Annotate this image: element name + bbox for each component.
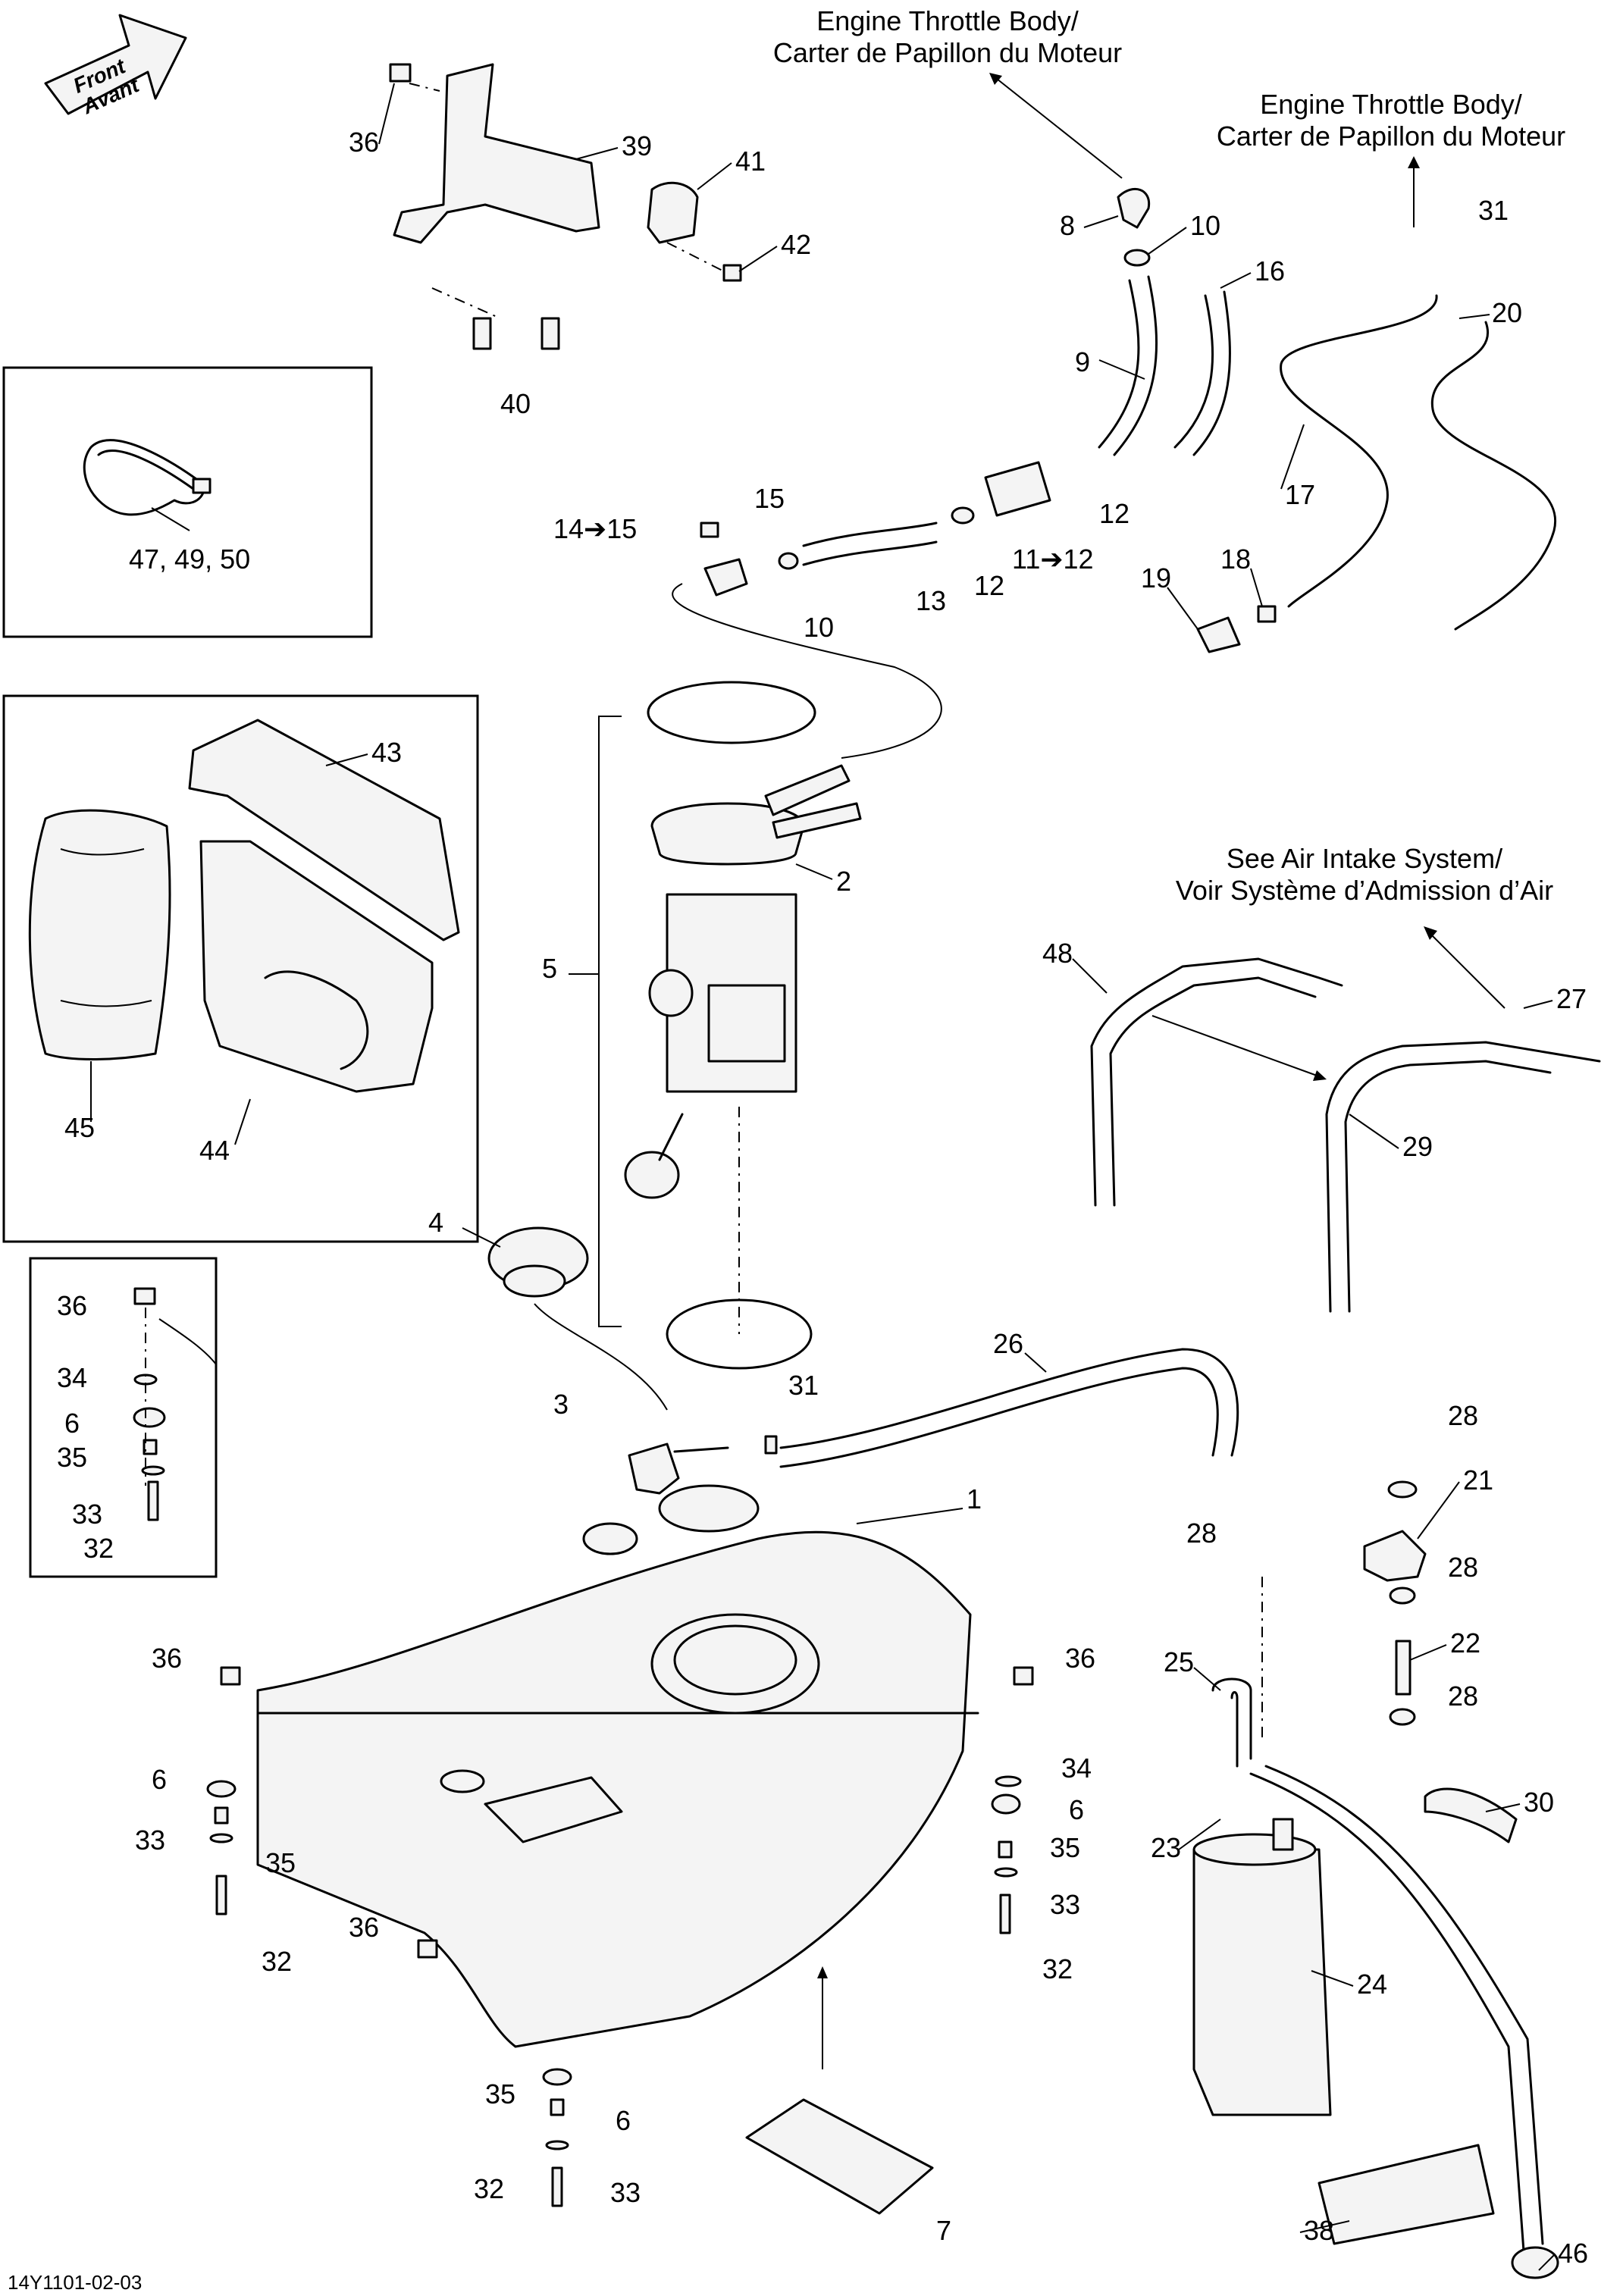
callout-39: 39: [622, 130, 652, 161]
callout-14-15: 14➔15: [553, 513, 637, 544]
callout-2: 2: [836, 866, 851, 897]
mounting-bracket: [389, 63, 742, 350]
callout-32-left: 32: [262, 1946, 292, 1977]
svg-text:Engine Throttle Body/: Engine Throttle Body/: [1260, 89, 1522, 120]
callout-33-left: 33: [135, 1825, 165, 1856]
callout-19: 19: [1141, 562, 1171, 594]
callout-35-inset: 35: [57, 1442, 87, 1473]
callout-41: 41: [735, 146, 766, 177]
return-hoses: [1196, 294, 1557, 653]
callout-8: 8: [1060, 210, 1075, 241]
callout-46: 46: [1558, 2238, 1588, 2269]
callout-11-12: 11➔12: [1012, 543, 1094, 575]
callout-36-mid: 36: [349, 1912, 379, 1943]
callout-35-bottom: 35: [485, 2078, 515, 2110]
callout-27: 27: [1556, 983, 1587, 1014]
callout-5: 5: [542, 953, 557, 984]
callout-28-low: 28: [1448, 1680, 1478, 1712]
callout-32-bottom: 32: [474, 2173, 504, 2204]
svg-text:Engine Throttle Body/: Engine Throttle Body/: [816, 5, 1079, 36]
callout-28-top: 28: [1448, 1400, 1478, 1431]
callout-43: 43: [371, 737, 402, 768]
callout-26: 26: [993, 1328, 1023, 1359]
callout-18: 18: [1220, 543, 1251, 575]
gasket-and-cap: [487, 1226, 813, 1495]
callout-12-low: 12: [974, 570, 1004, 601]
callout-25: 25: [1164, 1646, 1194, 1677]
callout-23: 23: [1151, 1832, 1181, 1863]
fuel-pump-module: [598, 681, 862, 1334]
callout-36-right: 36: [1065, 1643, 1095, 1674]
callout-29: 29: [1402, 1131, 1433, 1162]
callout-33-right: 33: [1050, 1889, 1080, 1920]
callout-10-top: 10: [1190, 210, 1220, 241]
fuel-tank: [256, 1484, 979, 2048]
callout-44: 44: [199, 1135, 230, 1166]
callout-4: 4: [428, 1207, 443, 1238]
svg-text:Voir Système d’Admission d’Air: Voir Système d’Admission d’Air: [1176, 875, 1553, 906]
callout-32-inset: 32: [83, 1533, 114, 1564]
callout-labels: 1 2 3 4 5 6 6 6 6 7 8 9 10 10 11➔12 12 1…: [57, 127, 1588, 2269]
callout-31-top: 31: [1478, 195, 1509, 226]
callout-48: 48: [1042, 938, 1073, 969]
callout-30: 30: [1524, 1787, 1554, 1818]
callout-17: 17: [1285, 479, 1315, 510]
callout-20: 20: [1492, 297, 1522, 328]
callout-33-inset: 33: [72, 1499, 102, 1530]
callout-6-left: 6: [152, 1764, 167, 1795]
throttle-body-note-2: Engine Throttle Body/ Carter de Papillon…: [1217, 89, 1565, 227]
callout-36-left: 36: [152, 1643, 182, 1674]
fuel-filter-line: [672, 461, 1051, 759]
callout-47-49-50: 47, 49, 50: [129, 543, 250, 575]
callout-6-bottom: 6: [616, 2105, 631, 2136]
callout-31-mid: 31: [788, 1370, 819, 1401]
callout-45: 45: [64, 1112, 95, 1143]
air-intake-note: See Air Intake System/ Voir Système d’Ad…: [1176, 843, 1553, 1009]
callout-34-right: 34: [1061, 1753, 1092, 1784]
callout-13: 13: [916, 585, 946, 616]
callout-36-top: 36: [349, 127, 379, 158]
callout-6-right: 6: [1069, 1794, 1084, 1825]
callout-35-right: 35: [1050, 1832, 1080, 1863]
callout-42: 42: [781, 229, 811, 260]
callout-40: 40: [500, 388, 531, 419]
callout-24: 24: [1357, 1969, 1387, 2000]
callout-35-left: 35: [265, 1847, 296, 1878]
heat-shield-inset: [2, 694, 479, 1243]
svg-text:Carter de Papillon du Moteur: Carter de Papillon du Moteur: [1217, 121, 1565, 152]
callout-7: 7: [936, 2215, 951, 2246]
tank-mount-hardware: [206, 1666, 1034, 2207]
callout-6-inset: 6: [64, 1408, 80, 1439]
tank-pad: [745, 1966, 934, 2215]
callout-9: 9: [1075, 346, 1090, 377]
callout-28-left: 28: [1186, 1518, 1217, 1549]
svg-text:Carter de Papillon du Moteur: Carter de Papillon du Moteur: [773, 37, 1122, 68]
evap-system: [1192, 1480, 1559, 2279]
throttle-body-note-1: Engine Throttle Body/ Carter de Papillon…: [773, 5, 1123, 179]
reference-code: 14Y1101-02-03: [8, 2271, 142, 2294]
callout-15: 15: [754, 483, 785, 514]
callout-32-right: 32: [1042, 1953, 1073, 1984]
callout-3: 3: [553, 1389, 569, 1420]
upper-fuel-hoses: [1098, 187, 1231, 456]
svg-text:See Air Intake System/: See Air Intake System/: [1227, 843, 1502, 874]
callout-36-inset: 36: [57, 1290, 87, 1321]
callout-10-low: 10: [804, 612, 834, 643]
front-arrow-icon: Front Avant: [44, 14, 187, 119]
clamp-inset: [2, 366, 373, 638]
callout-12-right: 12: [1099, 498, 1130, 529]
vent-hoses: [779, 957, 1601, 1468]
callout-leaders: [90, 83, 1555, 2271]
callout-22: 22: [1450, 1627, 1480, 1659]
callout-28-mid: 28: [1448, 1552, 1478, 1583]
callout-1: 1: [967, 1483, 982, 1514]
callout-16: 16: [1255, 255, 1285, 287]
callout-33-bottom: 33: [610, 2177, 641, 2208]
mount-hardware-inset: [29, 1257, 218, 1578]
callout-34-inset: 34: [57, 1362, 87, 1393]
callout-21: 21: [1463, 1464, 1493, 1496]
